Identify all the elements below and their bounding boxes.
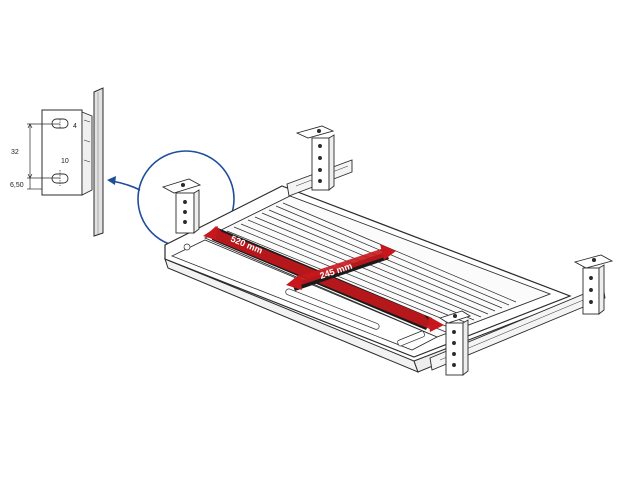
dimension-lines [27, 119, 61, 190]
dim-height-label: 32 [11, 149, 19, 156]
bracket-front-left [161, 178, 202, 234]
dim-slot-bottom-label: 10 [61, 158, 69, 165]
tray-recess [203, 195, 552, 338]
length-arrow-head-right [428, 316, 444, 332]
bracket-back-left [295, 125, 335, 191]
wall-panel [93, 87, 104, 237]
depth-arrow-head-right [380, 244, 396, 260]
callout-arrow [111, 180, 141, 191]
depth-arrow-head-left [286, 274, 302, 290]
depth-arrow-body [294, 248, 388, 286]
length-arrow-head-left [203, 226, 218, 240]
bracket-front-right [438, 310, 472, 376]
dim-bottom-label: 6,50 [10, 182, 24, 189]
tray-ribs [212, 202, 517, 333]
right-rail [429, 285, 606, 371]
bracket-detail-inset: 32 6,50 4 10 [10, 87, 104, 237]
bracket-back-right [573, 254, 614, 315]
dim-slot-top-label: 4 [73, 123, 77, 130]
keyboard-tray [164, 185, 573, 373]
depth-arrow [286, 244, 396, 291]
